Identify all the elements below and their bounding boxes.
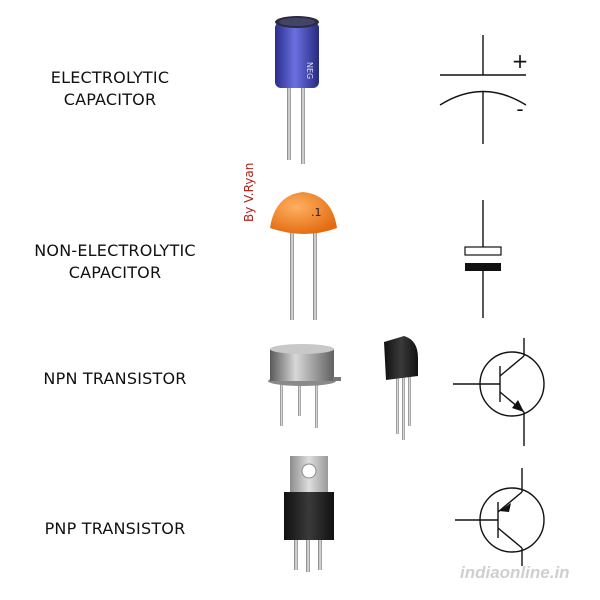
npn-emitter-arrow-icon [512,400,524,412]
ceramic-capacitor-component: .1 [270,192,337,320]
electrolytic-capacitor-symbol [439,35,527,144]
plus-sign: + [512,49,529,73]
npn-transistor-label: NPN TRANSISTOR [43,369,187,388]
pnp-emitter-arrow-icon [499,503,511,512]
electrolytic-capacitor-component: NEG [275,16,319,164]
watermark: indiaonline.in [460,563,570,582]
electrolytic-capacitor-label: ELECTROLYTIC CAPACITOR [50,68,170,109]
npn-transistor-symbol [453,338,545,446]
pnp-transistor-label: PNP TRANSISTOR [44,519,186,538]
non-electrolytic-capacitor-label: NON-ELECTROLYTIC CAPACITOR [34,241,196,282]
electrolytic-mark: NEG [305,62,314,79]
ceramic-value-mark: .1 [311,206,322,219]
pnp-transistor-symbol [455,468,545,566]
non-electrolytic-capacitor-symbol [464,200,502,318]
minus-sign: - [516,97,523,121]
pnp-to220-transistor [284,456,334,572]
npn-metal-can-transistor [268,344,341,428]
npn-plastic-transistor [384,336,418,440]
